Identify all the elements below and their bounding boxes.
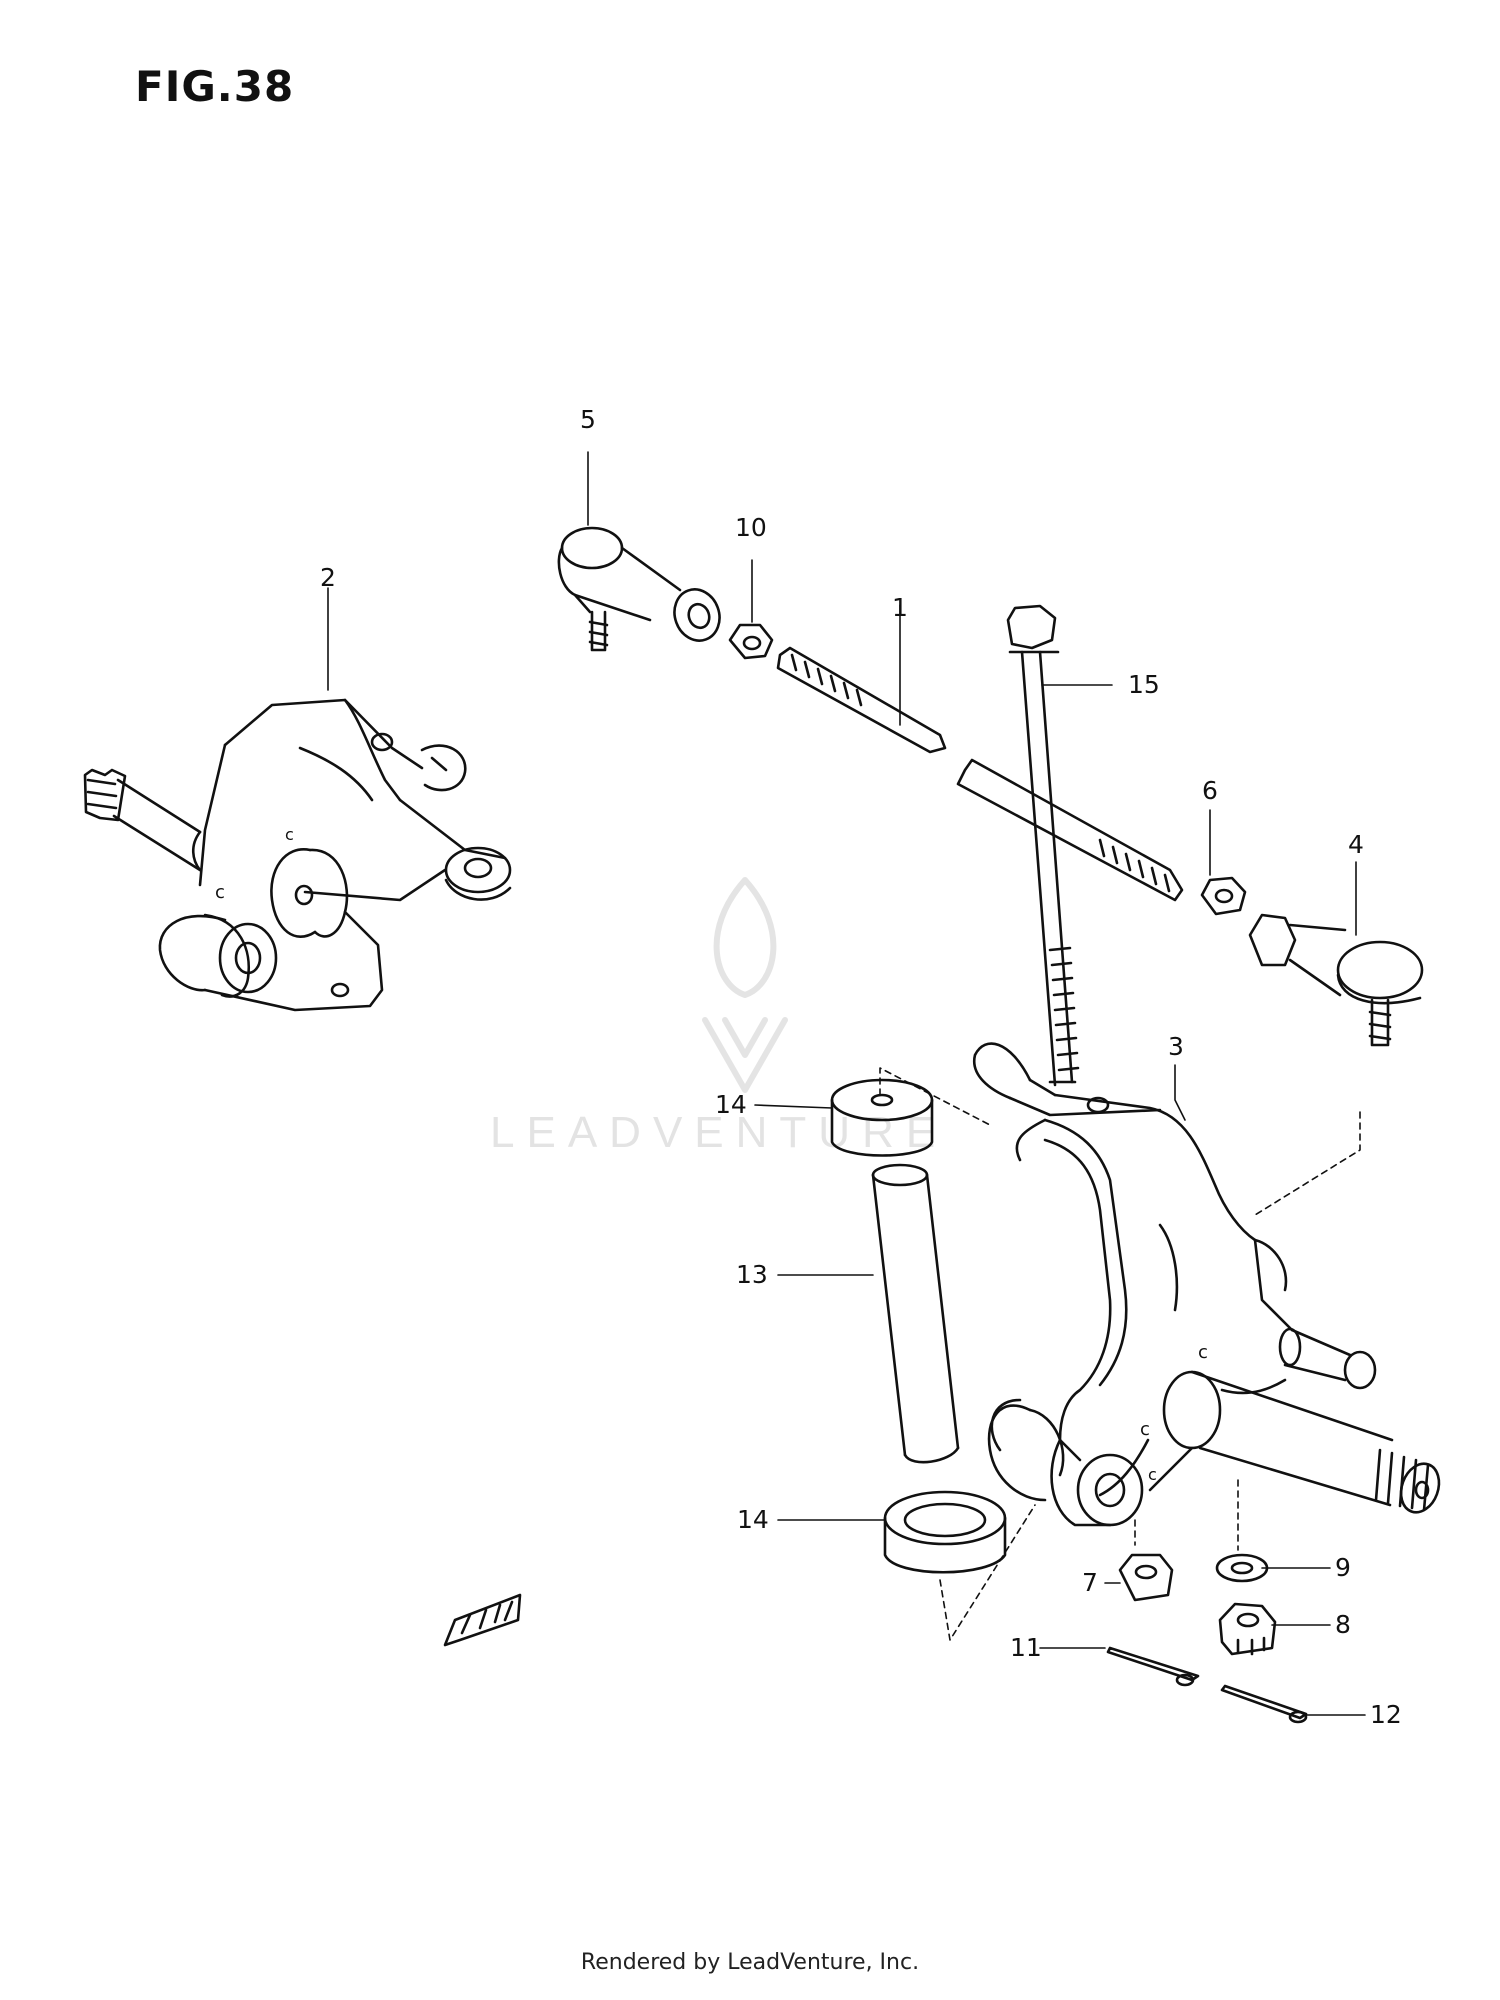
- svg-text:c: c: [1148, 1465, 1157, 1484]
- svg-text:c: c: [285, 825, 294, 844]
- part-14-bushing-top: [830, 1078, 934, 1157]
- watermark-logo: [702, 877, 788, 1093]
- figure-title: FIG.38: [135, 62, 295, 111]
- watermark-text: LEADVENTURE: [490, 1108, 948, 1157]
- callout-10: 10: [735, 513, 767, 542]
- part-7-flange-nut: [1118, 1553, 1174, 1602]
- svg-text:c: c: [1198, 1342, 1208, 1363]
- callout-2: 2: [320, 563, 336, 592]
- callout-5: 5: [580, 405, 596, 434]
- callout-1: 1: [892, 593, 908, 622]
- part-8-castle-nut: [1218, 1602, 1277, 1656]
- callout-13: 13: [736, 1260, 768, 1289]
- callout-14-bottom: 14: [737, 1505, 769, 1534]
- leader-lines: [327, 451, 1366, 1716]
- callout-3: 3: [1168, 1032, 1184, 1061]
- callout-7: 7: [1082, 1568, 1098, 1597]
- part-3-right-knuckle: c c c: [972, 1042, 1441, 1527]
- footer-credit: Rendered by LeadVenture, Inc.: [580, 1950, 920, 1975]
- part-15-bolt: [1006, 604, 1080, 1087]
- callout-11: 11: [1010, 1633, 1042, 1662]
- fwd-arrow-icon: [443, 1593, 522, 1647]
- svg-text:c: c: [215, 882, 225, 903]
- svg-text:c: c: [1140, 1419, 1150, 1440]
- part-10-nut: [728, 623, 774, 660]
- part-6-nut: [1200, 876, 1247, 916]
- callout-14-top: 14: [715, 1090, 747, 1119]
- callout-6: 6: [1202, 776, 1218, 805]
- callout-9: 9: [1335, 1553, 1351, 1582]
- callout-8: 8: [1335, 1610, 1351, 1639]
- callout-12: 12: [1370, 1700, 1402, 1729]
- callout-4: 4: [1348, 830, 1364, 859]
- part-1-tie-rod: [776, 646, 1184, 902]
- part-9-washer: [1215, 1553, 1269, 1583]
- part-2-left-knuckle: c c: [83, 698, 512, 1012]
- part-14-bushing-bottom: [883, 1490, 1007, 1574]
- part-13-sleeve: [871, 1163, 960, 1464]
- part-4-tie-rod-end: [1248, 913, 1424, 1047]
- part-5-tie-rod-end: [557, 526, 721, 652]
- part-12-cotter-pin: [1220, 1684, 1308, 1724]
- callout-15: 15: [1128, 670, 1160, 699]
- part-11-cotter-pin: [1106, 1646, 1200, 1687]
